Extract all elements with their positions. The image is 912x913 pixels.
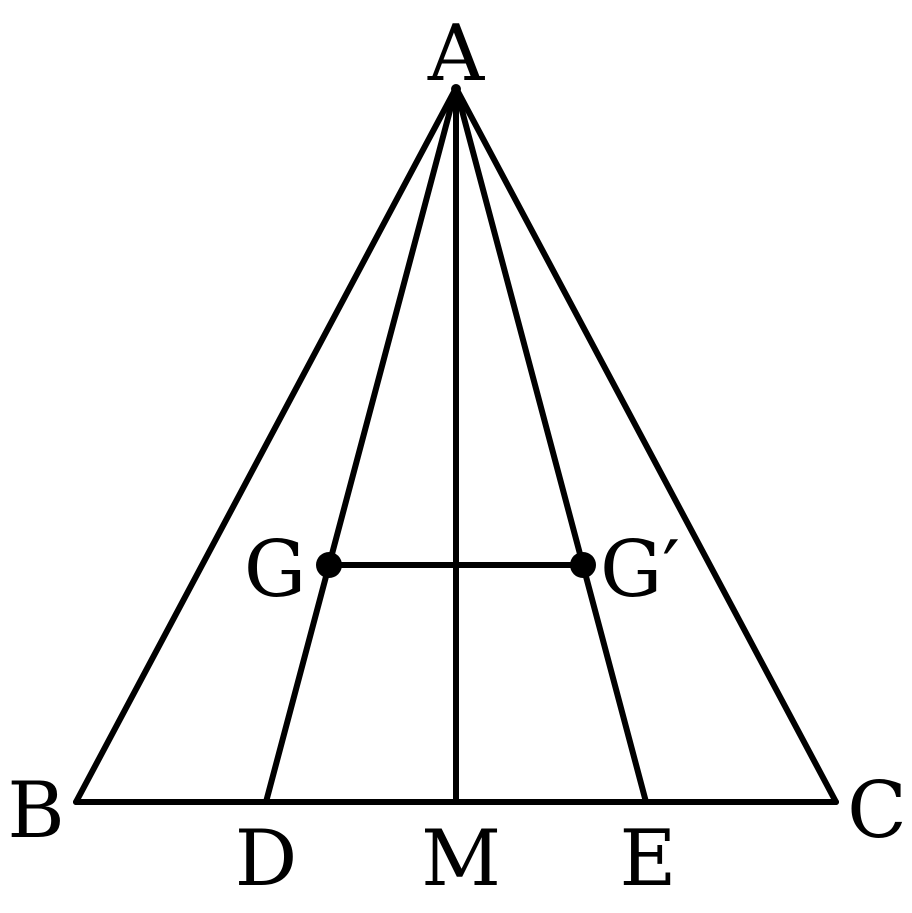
label-c: C bbox=[847, 766, 907, 856]
label-b: B bbox=[7, 766, 64, 856]
point-g-marker bbox=[316, 552, 342, 578]
segment-ab bbox=[73, 85, 459, 805]
label-g: G bbox=[244, 525, 306, 615]
label-a: A bbox=[427, 9, 486, 99]
label-e: E bbox=[620, 814, 677, 904]
label-g-prime: G′ bbox=[600, 525, 680, 615]
point-g-prime-marker bbox=[570, 552, 596, 578]
label-d: D bbox=[235, 814, 298, 904]
segment-ad bbox=[263, 85, 459, 805]
label-m: M bbox=[421, 814, 501, 904]
segment-ae bbox=[453, 85, 649, 805]
segment-ac bbox=[453, 85, 839, 805]
point-a-marker bbox=[451, 84, 461, 94]
